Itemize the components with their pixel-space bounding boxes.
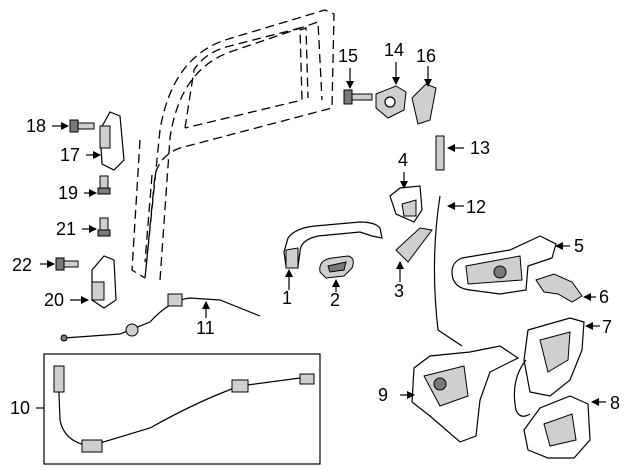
callout-18: 18: [26, 116, 46, 136]
callout-6: 6: [599, 287, 609, 307]
callout-11: 11: [196, 318, 215, 338]
upper-hinge-part: [99, 111, 125, 171]
callout-20: 20: [44, 290, 64, 310]
handle-carrier-part: [451, 235, 557, 295]
callout-9: 9: [378, 385, 388, 405]
door-outline: [131, 9, 335, 281]
callout-10: 10: [10, 398, 30, 418]
shim-part: [411, 83, 437, 125]
callout-21: 21: [56, 219, 76, 239]
lock-actuator-part: [513, 317, 585, 417]
callout-12: 12: [466, 197, 486, 217]
callout-22: 22: [12, 255, 32, 275]
callout-14: 14: [384, 40, 404, 60]
handle-bezel-part: [319, 255, 354, 279]
small-bracket-part: [535, 273, 583, 303]
outside-handle-part: [283, 221, 383, 269]
seal-pad-part: [395, 227, 433, 263]
door-latch-part: [523, 395, 591, 459]
bolt-part-15: [343, 89, 373, 105]
callout-16: 16: [416, 46, 436, 66]
lower-hinge-part: [91, 255, 117, 309]
striker-part: [375, 85, 407, 119]
cable-inset-box: [43, 353, 321, 465]
pin-part: [435, 135, 445, 171]
callout-3: 3: [394, 281, 404, 301]
callout-13: 13: [470, 138, 490, 158]
callout-19: 19: [58, 183, 78, 203]
callout-17: 17: [60, 145, 80, 165]
stud-part-21: [97, 217, 111, 237]
bolt-part-22: [55, 257, 79, 271]
callout-5: 5: [574, 236, 584, 256]
inside-cable-part: [53, 365, 315, 453]
outside-cable-part: [60, 293, 261, 342]
callout-7: 7: [602, 317, 612, 337]
bolt-part-18: [69, 119, 95, 133]
stud-part-19: [97, 175, 111, 195]
callout-1: 1: [282, 288, 292, 308]
callout-2: 2: [330, 290, 340, 310]
callout-4: 4: [398, 150, 408, 170]
callout-15: 15: [338, 46, 358, 66]
lock-rod-part: [433, 195, 463, 347]
callout-8: 8: [610, 393, 620, 413]
lock-assembly-part: [411, 345, 520, 443]
cylinder-cover-part: [389, 185, 423, 223]
